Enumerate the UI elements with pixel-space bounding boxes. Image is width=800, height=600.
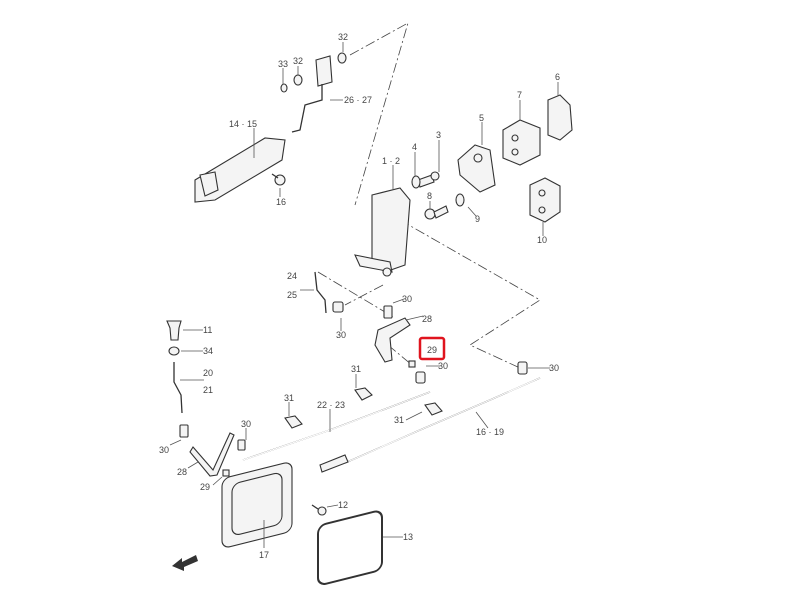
part-clip-30f[interactable]	[179, 424, 189, 438]
part-bracket-26-27[interactable]	[291, 55, 333, 133]
part-outer-handle-17[interactable]	[221, 461, 293, 548]
callout-31[interactable]: 31	[351, 364, 361, 374]
callout-33[interactable]: 33	[278, 59, 288, 69]
callout-8[interactable]: 8	[427, 191, 432, 201]
leader-lines	[169, 42, 559, 548]
part-door-lock-1-2[interactable]	[354, 187, 411, 277]
part-clip-31b[interactable]	[284, 415, 303, 429]
callout-7[interactable]: 7	[517, 90, 522, 100]
part-clip-31a[interactable]	[354, 387, 373, 401]
part-rod-24-25[interactable]	[314, 271, 327, 314]
callout-30[interactable]: 30	[438, 361, 448, 371]
callout-30[interactable]: 30	[549, 363, 559, 373]
callout-28[interactable]: 28	[422, 314, 432, 324]
part-clip-30b[interactable]	[383, 305, 393, 319]
callout-12[interactable]: 12	[338, 500, 348, 510]
callout-32[interactable]: 32	[338, 32, 348, 42]
front-direction-arrow-icon	[172, 555, 198, 571]
callout-31[interactable]: 31	[284, 393, 294, 403]
callout-26-27[interactable]: 26 · 27	[344, 95, 372, 105]
callout-10[interactable]: 10	[537, 235, 547, 245]
part-clip-30c[interactable]	[415, 371, 426, 384]
part-inner-handle-14-15[interactable]	[194, 137, 286, 203]
callout-32[interactable]: 32	[293, 56, 303, 66]
callout-31[interactable]: 31	[394, 415, 404, 425]
part-grommet-34[interactable]	[168, 346, 180, 356]
part-washer-4[interactable]	[411, 175, 421, 189]
part-lever-28b[interactable]	[189, 432, 235, 477]
part-washer-32[interactable]	[337, 52, 347, 64]
part-nut-29b[interactable]	[222, 469, 230, 477]
callout-3[interactable]: 3	[436, 130, 441, 140]
callout-1-2[interactable]: 1 · 2	[382, 156, 400, 166]
part-clip-30a[interactable]	[332, 301, 344, 313]
callout-13[interactable]: 13	[403, 532, 413, 542]
callout-24[interactable]: 24	[287, 271, 297, 281]
part-screw-12[interactable]	[311, 504, 327, 516]
part-shim-7[interactable]	[502, 119, 541, 166]
assembly-lines	[317, 22, 541, 369]
highlight-box	[418, 336, 446, 361]
callout-14-15[interactable]: 14 · 15	[229, 119, 257, 129]
part-clip-31c[interactable]	[424, 402, 443, 416]
part-striker-5[interactable]	[457, 144, 496, 193]
callout-29-highlighted[interactable]: 29	[427, 345, 437, 355]
callout-17[interactable]: 17	[259, 550, 269, 560]
part-knob-11[interactable]	[166, 320, 182, 341]
part-gasket-13[interactable]	[317, 510, 383, 586]
callout-28[interactable]: 28	[177, 467, 187, 477]
part-washer-32b[interactable]	[293, 74, 303, 86]
part-plate-10[interactable]	[529, 177, 561, 223]
callout-25[interactable]: 25	[287, 290, 297, 300]
callout-21[interactable]: 21	[203, 385, 213, 395]
part-screw-16[interactable]	[271, 173, 286, 186]
callout-4[interactable]: 4	[412, 142, 417, 152]
part-screw-3[interactable]	[417, 171, 440, 188]
part-nut-29a[interactable]	[408, 360, 416, 368]
part-cable-16-19[interactable]	[319, 377, 541, 473]
callout-34[interactable]: 34	[203, 346, 213, 356]
callout-30[interactable]: 30	[402, 294, 412, 304]
part-clip-33[interactable]	[280, 83, 288, 93]
callout-11[interactable]: 11	[203, 325, 212, 335]
callout-20[interactable]: 20	[203, 368, 213, 378]
part-clip-30d[interactable]	[517, 361, 528, 375]
callout-16-19[interactable]: 16 · 19	[476, 427, 504, 437]
callout-29[interactable]: 29	[200, 482, 210, 492]
callout-9[interactable]: 9	[475, 214, 480, 224]
callout-6[interactable]: 6	[555, 72, 560, 82]
part-lever-28a[interactable]	[374, 317, 411, 363]
callout-30[interactable]: 30	[336, 330, 346, 340]
part-plate-6[interactable]	[547, 94, 573, 141]
callout-5[interactable]: 5	[479, 113, 484, 123]
part-rod-20-21[interactable]	[173, 362, 183, 414]
part-washer-9[interactable]	[455, 193, 465, 207]
part-screw-8[interactable]	[424, 205, 449, 220]
callout-30[interactable]: 30	[241, 419, 251, 429]
callout-30[interactable]: 30	[159, 445, 169, 455]
callout-labels: 32 33 32 26 · 27 14 · 15 16 1 · 2 4 3 5 …	[159, 32, 560, 560]
part-clip-30e[interactable]	[237, 439, 246, 451]
callout-16[interactable]: 16	[276, 197, 286, 207]
callout-22-23[interactable]: 22 · 23	[317, 400, 345, 410]
